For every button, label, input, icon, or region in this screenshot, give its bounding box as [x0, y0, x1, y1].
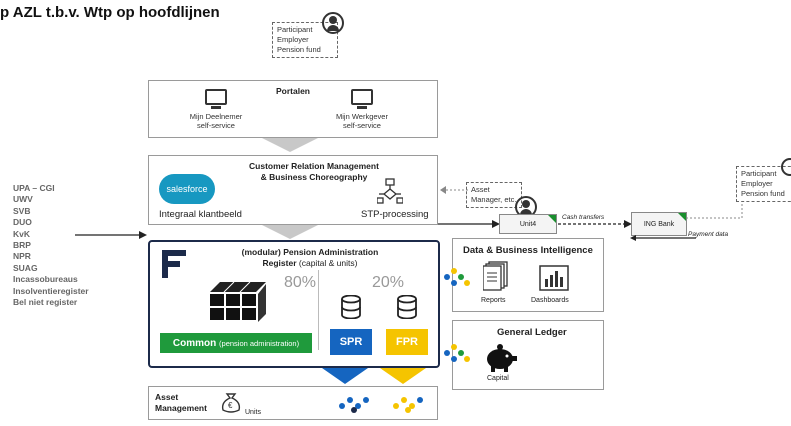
- pension-admin-box: (modular) Pension Administration Registe…: [148, 240, 440, 368]
- money-bag-icon: €: [221, 393, 241, 413]
- reports-icon: [483, 261, 508, 291]
- dashboards-icon: [539, 265, 569, 291]
- cube-icon: [210, 281, 266, 322]
- stakeholder-participant: Participant: [277, 25, 313, 34]
- logo-f-icon: [162, 250, 186, 278]
- pension-admin-title-line1: (modular) Pension Administration: [241, 247, 379, 257]
- crm-title: Customer Relation Management & Business …: [209, 161, 419, 183]
- source-item: SUAG: [13, 262, 38, 273]
- asset-management-box: Asset Management € Units: [148, 386, 438, 420]
- crm-box: Customer Relation Management & Business …: [148, 155, 438, 225]
- source-item: DUO: [13, 217, 32, 228]
- bank-feedback-connector: [630, 235, 696, 241]
- sources-arrow: [75, 231, 147, 239]
- asset-management-title-line1: Asset: [155, 392, 179, 402]
- spr-bar: SPR: [330, 329, 372, 355]
- source-item: NPR: [13, 251, 31, 262]
- asset-manager-arrow: [440, 186, 468, 194]
- salesforce-logo: salesforce: [159, 174, 215, 204]
- crm-down-chevron: [262, 225, 318, 239]
- fpr-down-arrow: [380, 368, 426, 384]
- database-icon-fpr: [397, 295, 417, 319]
- pension-admin-title-line2: Register: [262, 258, 297, 268]
- cash-transfers-label: Cash transfers: [562, 214, 605, 221]
- stakeholder-pension-fund: Pension fund: [277, 45, 321, 54]
- source-item: UWV: [13, 194, 33, 205]
- person-icon-partial: [781, 158, 791, 176]
- dots-icon-dbi: [444, 268, 474, 288]
- source-item: Insolventieregister: [13, 285, 89, 296]
- portal-deelnemer-sub: self-service: [197, 121, 235, 130]
- stakeholders-connector: [686, 196, 743, 219]
- units-label: Units: [245, 409, 261, 416]
- data-bi-title: Data & Business Intelligence: [463, 245, 593, 256]
- portal-werkgever-sub: self-service: [343, 121, 381, 130]
- stakeholder-employer: Employer: [741, 179, 773, 188]
- ing-bank-node: ING Bank: [631, 212, 687, 236]
- pct-common: 80%: [284, 274, 317, 291]
- portalen-title: Portalen: [275, 86, 310, 96]
- source-item: KvK: [13, 228, 31, 239]
- dots-icon-gl: [444, 344, 474, 364]
- asset-management-title: Asset Management: [155, 392, 207, 414]
- pension-admin-title-suffix: (capital & units): [298, 258, 358, 268]
- portalen-box: Portalen Mijn Deelnemer self-service Mij…: [148, 80, 438, 138]
- source-item: Bel niet register: [13, 297, 78, 308]
- source-item: UPA – CGI: [13, 183, 55, 193]
- piggy-bank-icon: [487, 344, 517, 372]
- asset-manager-box: Asset Manager, etc.: [466, 182, 522, 208]
- asset-manager-line2: Manager, etc.: [471, 195, 517, 204]
- svg-text:€: €: [228, 401, 233, 410]
- general-ledger-title: General Ledger: [497, 327, 567, 338]
- pension-admin-title: (modular) Pension Administration Registe…: [210, 247, 410, 269]
- divider: [318, 270, 319, 350]
- dashboards-label: Dashboards: [531, 297, 569, 304]
- data-bi-box: Data & Business Intelligence Reports Das…: [452, 238, 604, 312]
- portal-deelnemer[interactable]: Mijn Deelnemer self-service: [169, 112, 263, 130]
- monitor-icon: [205, 89, 227, 109]
- page-title: p AZL t.b.v. Wtp op hoofdlijnen: [0, 4, 220, 21]
- salesforce-logo-text: salesforce: [166, 184, 208, 194]
- crm-title-line2: & Business Choreography: [260, 172, 368, 182]
- workflow-icon: [377, 178, 403, 204]
- stakeholder-participant: Participant: [741, 169, 777, 178]
- capital-label: Capital: [487, 375, 509, 382]
- source-item: SVB: [13, 205, 31, 216]
- source-item: Incassobureaus: [13, 274, 78, 285]
- common-label: Common: [172, 337, 217, 349]
- stakeholder-employer: Employer: [277, 35, 309, 44]
- payment-data-label: Payment data: [688, 231, 729, 238]
- asset-manager-line1: Asset: [471, 185, 490, 194]
- stakeholder-pension-fund: Pension fund: [741, 189, 785, 198]
- asset-management-title-line2: Management: [155, 403, 207, 413]
- unit4-label: Unit4: [519, 221, 537, 228]
- crm-right-label: STP-processing: [361, 209, 429, 220]
- unit4-node: Unit4: [499, 214, 557, 234]
- ing-bank-label: ING Bank: [643, 221, 675, 228]
- yellow-dots-icon: [391, 393, 425, 413]
- crm-title-line1: Customer Relation Management: [249, 161, 379, 171]
- pct-specific: 20%: [372, 274, 405, 291]
- common-bar: Common (pension administration): [160, 333, 312, 353]
- blue-dots-icon: [337, 393, 371, 413]
- database-icon-spr: [341, 295, 361, 319]
- fpr-bar: FPR: [386, 329, 428, 355]
- flow-connectors: [438, 220, 632, 228]
- person-icon: [322, 12, 344, 34]
- spr-down-arrow: [322, 368, 368, 384]
- reports-label: Reports: [481, 297, 506, 304]
- monitor-icon: [351, 89, 373, 109]
- portal-werkgever-label: Mijn Werkgever: [336, 112, 388, 121]
- general-ledger-box: General Ledger Capital: [452, 320, 604, 390]
- portalen-down-chevron: [262, 138, 318, 152]
- common-sublabel: (pension administration): [219, 338, 300, 348]
- portal-werkgever[interactable]: Mijn Werkgever self-service: [315, 112, 409, 130]
- portal-deelnemer-label: Mijn Deelnemer: [189, 112, 243, 121]
- source-item: BRP: [13, 240, 31, 251]
- crm-left-label: Integraal klantbeeld: [159, 209, 242, 220]
- external-sources-list: UPA – CGI UWV SVB DUO KvK BRP NPR SUAG I…: [13, 183, 89, 308]
